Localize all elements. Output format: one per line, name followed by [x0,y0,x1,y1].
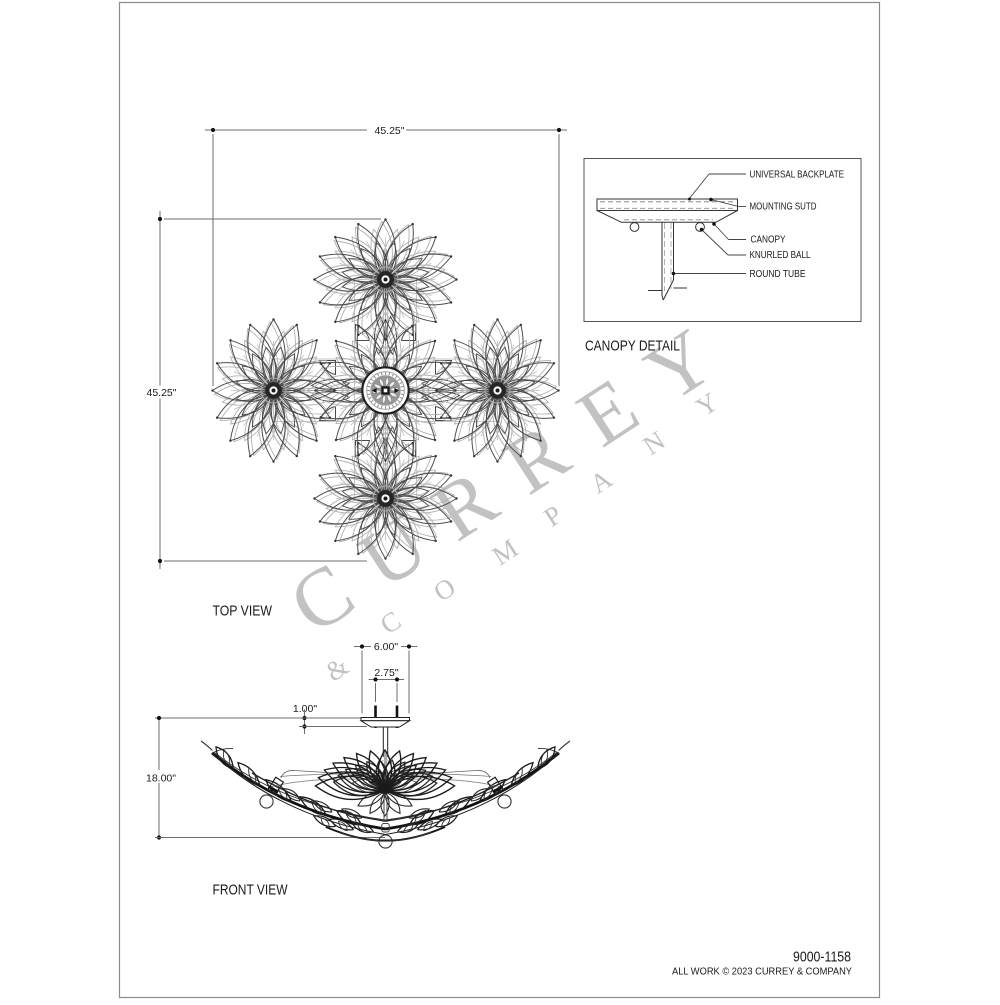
svg-text:2.75": 2.75" [374,667,398,679]
svg-text:FRONT VIEW: FRONT VIEW [213,882,289,899]
svg-text:UNIVERSAL BACKPLATE: UNIVERSAL BACKPLATE [750,169,845,180]
svg-text:ROUND TUBE: ROUND TUBE [750,269,806,280]
svg-text:TOP VIEW: TOP VIEW [213,603,273,620]
svg-text:1.00": 1.00" [293,703,317,715]
svg-text:45.25": 45.25" [146,387,176,399]
svg-text:18.00": 18.00" [146,773,176,785]
svg-text:ALL WORK © 2023 CURREY & COMPA: ALL WORK © 2023 CURREY & COMPANY [672,967,852,978]
svg-text:CANOPY DETAIL: CANOPY DETAIL [585,338,680,355]
svg-text:45.25": 45.25" [374,125,404,137]
svg-text:6.00": 6.00" [374,641,398,653]
svg-text:9000-1158: 9000-1158 [793,949,851,966]
svg-text:MOUNTING SUTD: MOUNTING SUTD [750,202,817,213]
svg-text:KNURLED BALL: KNURLED BALL [750,250,811,261]
svg-text:CANOPY: CANOPY [751,235,786,246]
